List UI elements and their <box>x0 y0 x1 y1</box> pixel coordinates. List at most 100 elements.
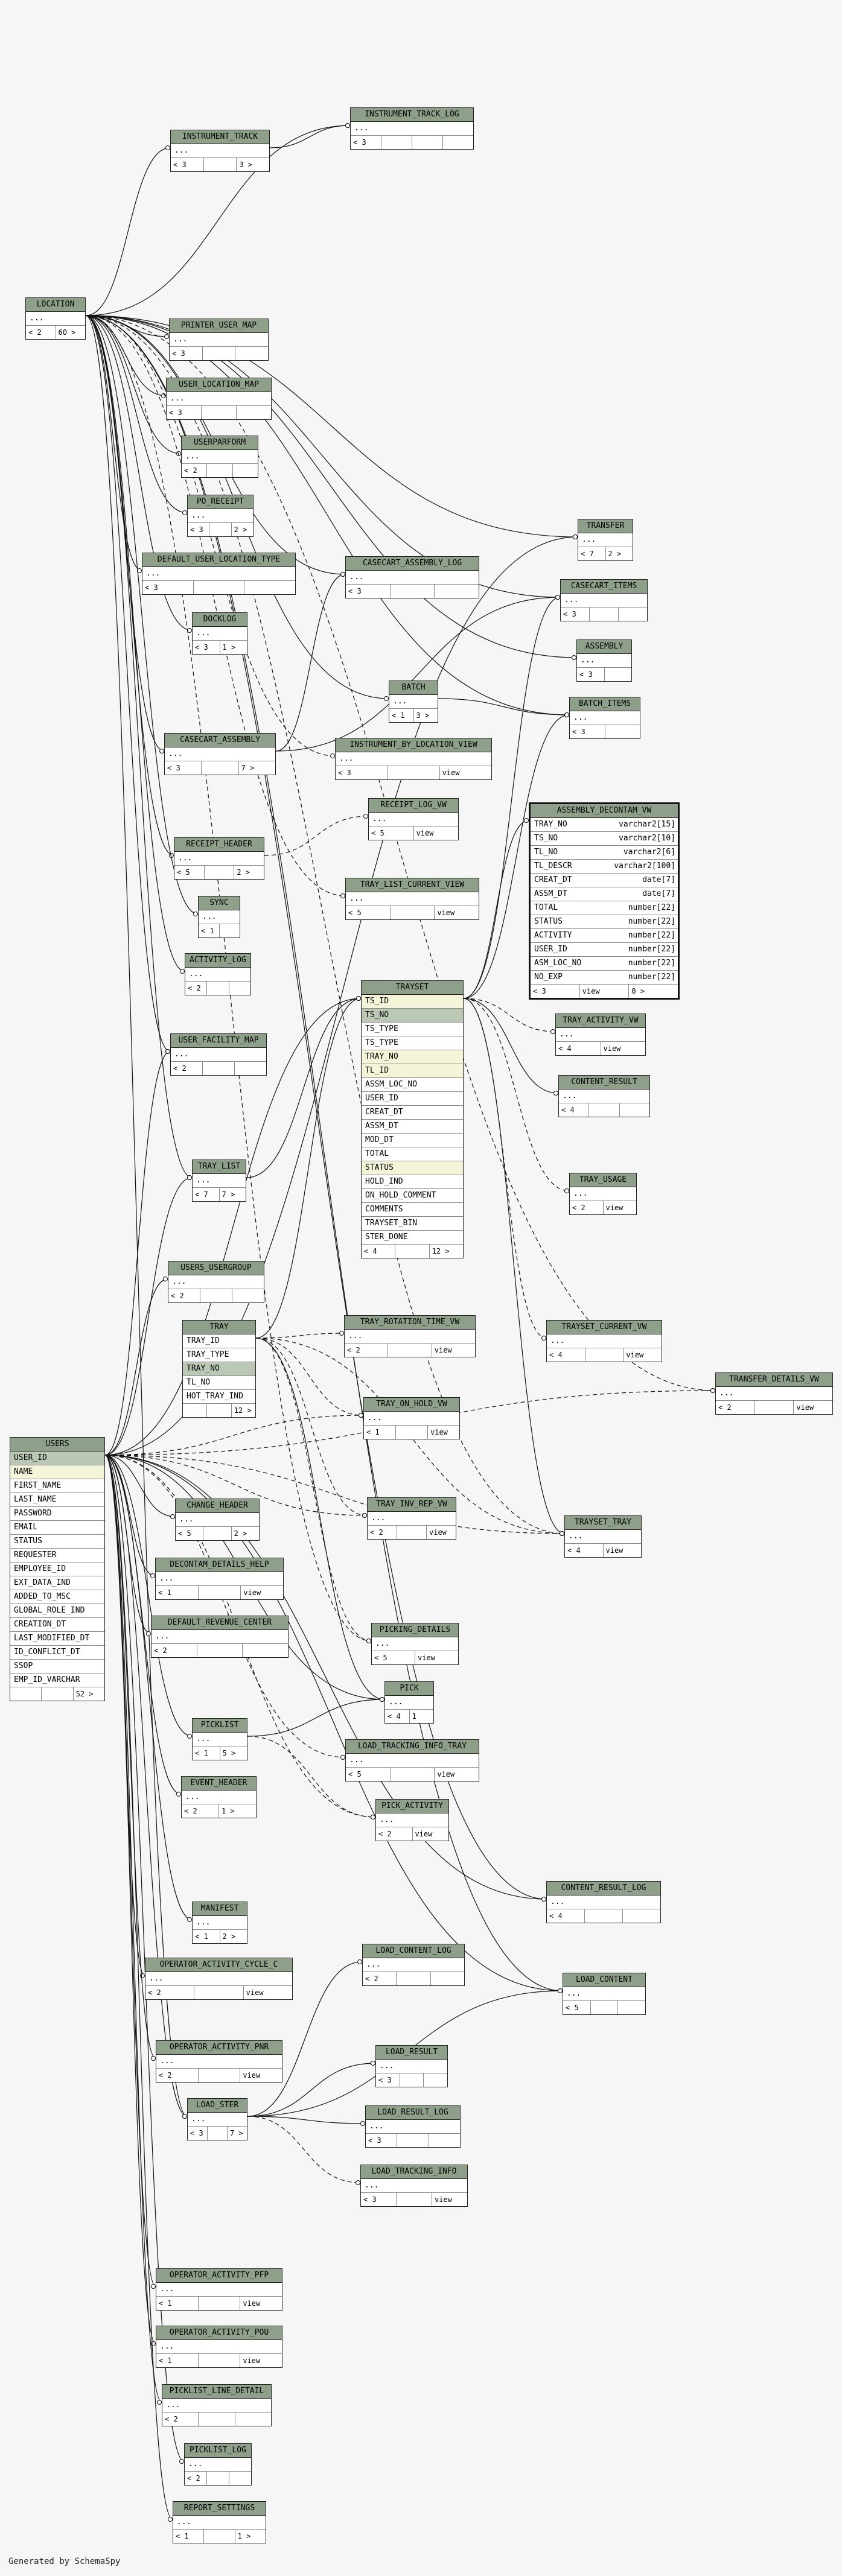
crowfoot-marker <box>384 696 389 701</box>
relationship-line <box>104 1455 563 1991</box>
footer-cell <box>194 581 245 594</box>
footer-cell: < 2 <box>168 1289 200 1302</box>
footer-cell <box>585 1909 623 1923</box>
column-row: ... <box>364 1412 459 1426</box>
footer-cell: < 1 <box>156 1586 199 1599</box>
load-result-table[interactable]: LOAD_RESULT...< 3 <box>375 2045 448 2087</box>
column-name: ASSM_DT <box>365 1121 398 1131</box>
footer-cell <box>244 581 295 594</box>
column-row: ... <box>372 1637 458 1651</box>
userparform-table[interactable]: USERPARFORM...< 2 <box>181 436 258 478</box>
user-facility-map-table[interactable]: USER_FACILITY_MAP...< 2 <box>170 1033 267 1076</box>
table-name: CONTENT_RESULT_LOG <box>547 1882 660 1896</box>
load-content-table[interactable]: LOAD_CONTENT...< 5 <box>563 1973 646 2015</box>
table-name: OPERATOR_ACTIVITY_PFP <box>156 2269 282 2283</box>
relationship-line <box>85 315 565 1534</box>
footer-cell <box>623 1909 660 1923</box>
column-row: ... <box>385 1696 433 1710</box>
table-name: TRAYSET <box>362 981 463 995</box>
batch-items-table[interactable]: BATCH_ITEMS...< 3 <box>569 697 640 739</box>
content-result-table[interactable]: CONTENT_RESULT...< 4 <box>558 1075 650 1117</box>
table-name: DEFAULT_REVENUE_CENTER <box>151 1616 288 1630</box>
picklist-log-table[interactable]: PICKLIST_LOG...< 2 <box>184 2443 252 2486</box>
footer-cell <box>208 2127 228 2140</box>
sync-table[interactable]: SYNC...< 1 <box>198 896 240 938</box>
relationship-line <box>246 998 362 1178</box>
crowfoot-marker <box>330 753 335 758</box>
assembly-table[interactable]: ASSEMBLY...< 3 <box>576 639 632 682</box>
relationship-line <box>104 1455 162 2403</box>
table-name: BATCH <box>389 681 438 695</box>
load-result-log-table[interactable]: LOAD_RESULT_LOG...< 3 <box>365 2105 461 2148</box>
footer-cell: 1 <box>412 1712 416 1721</box>
instrument-track-log-table[interactable]: INSTRUMENT_TRACK_LOG...< 3 <box>350 107 474 150</box>
column-row: TS_NO <box>362 1009 463 1023</box>
column-name: USER_ID <box>534 945 567 954</box>
footer-cell: 12 > <box>432 1247 450 1255</box>
load-content-log-table[interactable]: LOAD_CONTENT_LOG...< 2 <box>362 1944 465 1986</box>
default-revenue-center-table[interactable]: DEFAULT_REVENUE_CENTER...< 2 <box>151 1616 289 1658</box>
user-location-map-table[interactable]: USER_LOCATION_MAP...< 3 <box>166 378 272 420</box>
default-user-location-type-table[interactable]: DEFAULT_USER_LOCATION_TYPE...< 3 <box>142 553 296 595</box>
printer-user-map-table[interactable]: PRINTER_USER_MAP...< 3 <box>169 319 269 361</box>
casecart-items-table[interactable]: CASECART_ITEMS...< 3 <box>560 579 648 621</box>
relationship-line <box>247 1699 385 1737</box>
column-name: TS_TYPE <box>365 1024 398 1033</box>
column-name: LAST_NAME <box>14 1495 57 1504</box>
activity-log-table[interactable]: ACTIVITY_LOG...< 2 <box>185 953 251 995</box>
picklist-line-detail-table[interactable]: PICKLIST_LINE_DETAIL...< 2 <box>162 2384 272 2426</box>
crowfoot-marker <box>524 818 529 823</box>
crowfoot-marker <box>164 334 169 339</box>
footer-cell: view <box>243 2071 261 2080</box>
users-usergroup-table[interactable]: USERS_USERGROUP...< 2 <box>168 1261 264 1303</box>
relationship-line <box>255 1337 385 1700</box>
casecart-assembly-log-table[interactable]: CASECART_ASSEMBLY_LOG...< 3 <box>345 556 479 598</box>
table-footer: 52 > <box>10 1687 104 1701</box>
content-result-log-table[interactable]: CONTENT_RESULT_LOG...< 4 <box>546 1881 661 1923</box>
footer-cell: view <box>626 1351 644 1359</box>
footer-cell: 12 > <box>234 1406 252 1415</box>
